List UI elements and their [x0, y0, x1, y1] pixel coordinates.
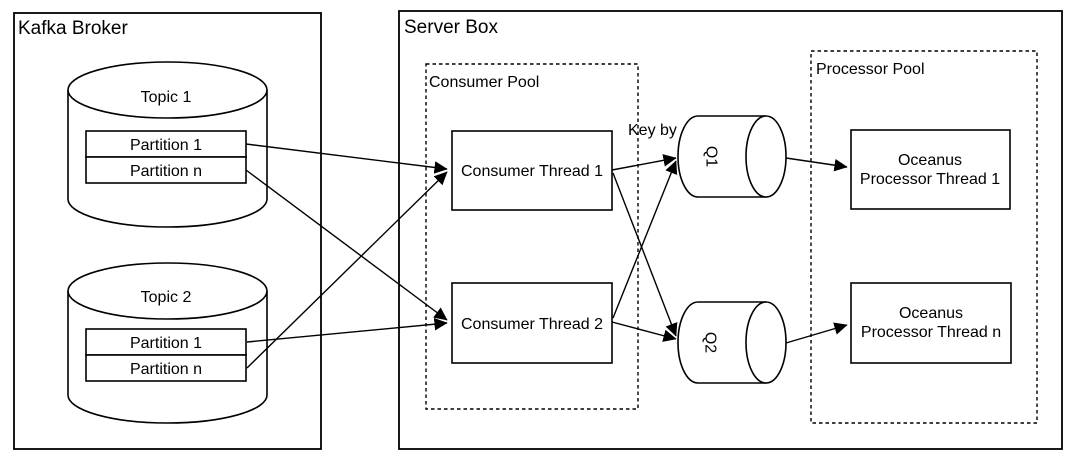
- queue-q1-label: Q1: [703, 146, 720, 167]
- topic1-cylinder-top: [67, 61, 268, 119]
- topic2-partition1-box: [85, 328, 247, 356]
- consumer-thread-2-label: Consumer Thread 2: [461, 316, 603, 333]
- arrow-topic1-partition1-to-consumer1: [245, 143, 448, 174]
- processor-thread-1-label-line2: Processor Thread 1: [860, 171, 1000, 188]
- arrow-q2-to-processor-n: [785, 322, 848, 344]
- arrow-topic2-partition1-to-consumer2: [246, 317, 448, 343]
- server-box: [398, 10, 1063, 450]
- queue-q2-cap: [745, 301, 787, 384]
- processor-thread-n-label-line2: Processor Thread n: [861, 324, 1001, 341]
- topic1-label: Topic 1: [141, 89, 192, 106]
- consumer-thread-1-box: [451, 130, 613, 211]
- kafka-broker-title: Kafka Broker: [18, 18, 128, 39]
- consumer-pool-title: Consumer Pool: [429, 74, 539, 91]
- queue-q2-label: Q2: [702, 332, 719, 353]
- arrow-topic1-partition-n-to-consumer2: [245, 169, 448, 321]
- arrow-consumer2-to-q2: [611, 321, 677, 342]
- topic2-cylinder-top: [67, 262, 268, 320]
- processor-thread-1-label-line1: Oceanus: [898, 152, 962, 169]
- consumer-thread-1-label: Consumer Thread 1: [461, 163, 603, 180]
- consumer-thread-2-box: [451, 282, 613, 364]
- processor-thread-n-box: [850, 282, 1012, 364]
- processor-pool-box: [810, 50, 1038, 424]
- arrow-topic2-partition-n-to-consumer1: [246, 171, 448, 369]
- processor-pool-title: Processor Pool: [816, 61, 925, 78]
- processor-thread-1-box: [850, 129, 1011, 210]
- server-box-title: Server Box: [404, 17, 498, 38]
- queue-q1-cap: [745, 115, 787, 198]
- arrow-consumer2-to-q1: [612, 160, 678, 319]
- processor-thread-n-label-line1: Oceanus: [899, 305, 963, 322]
- arrow-consumer1-to-q2: [612, 172, 678, 337]
- topic2-partition1-label: Partition 1: [130, 335, 202, 352]
- topic1-partition-n-box: [85, 156, 247, 184]
- topic1-partition-n-label: Partition n: [130, 163, 202, 180]
- arrow-consumer1-to-q1: [611, 154, 677, 171]
- arrow-q1-to-processor1: [785, 157, 848, 172]
- queue-q2-body: [677, 301, 766, 384]
- queue-q1-body: [677, 115, 766, 198]
- kafka-broker-box: [13, 12, 322, 450]
- topic2-partition-n-box: [85, 354, 247, 382]
- key-by-label: Key by: [628, 122, 677, 139]
- topic2-label: Topic 2: [141, 289, 192, 306]
- topic2-partition-n-label: Partition n: [130, 361, 202, 378]
- topic1-partition1-label: Partition 1: [130, 137, 202, 154]
